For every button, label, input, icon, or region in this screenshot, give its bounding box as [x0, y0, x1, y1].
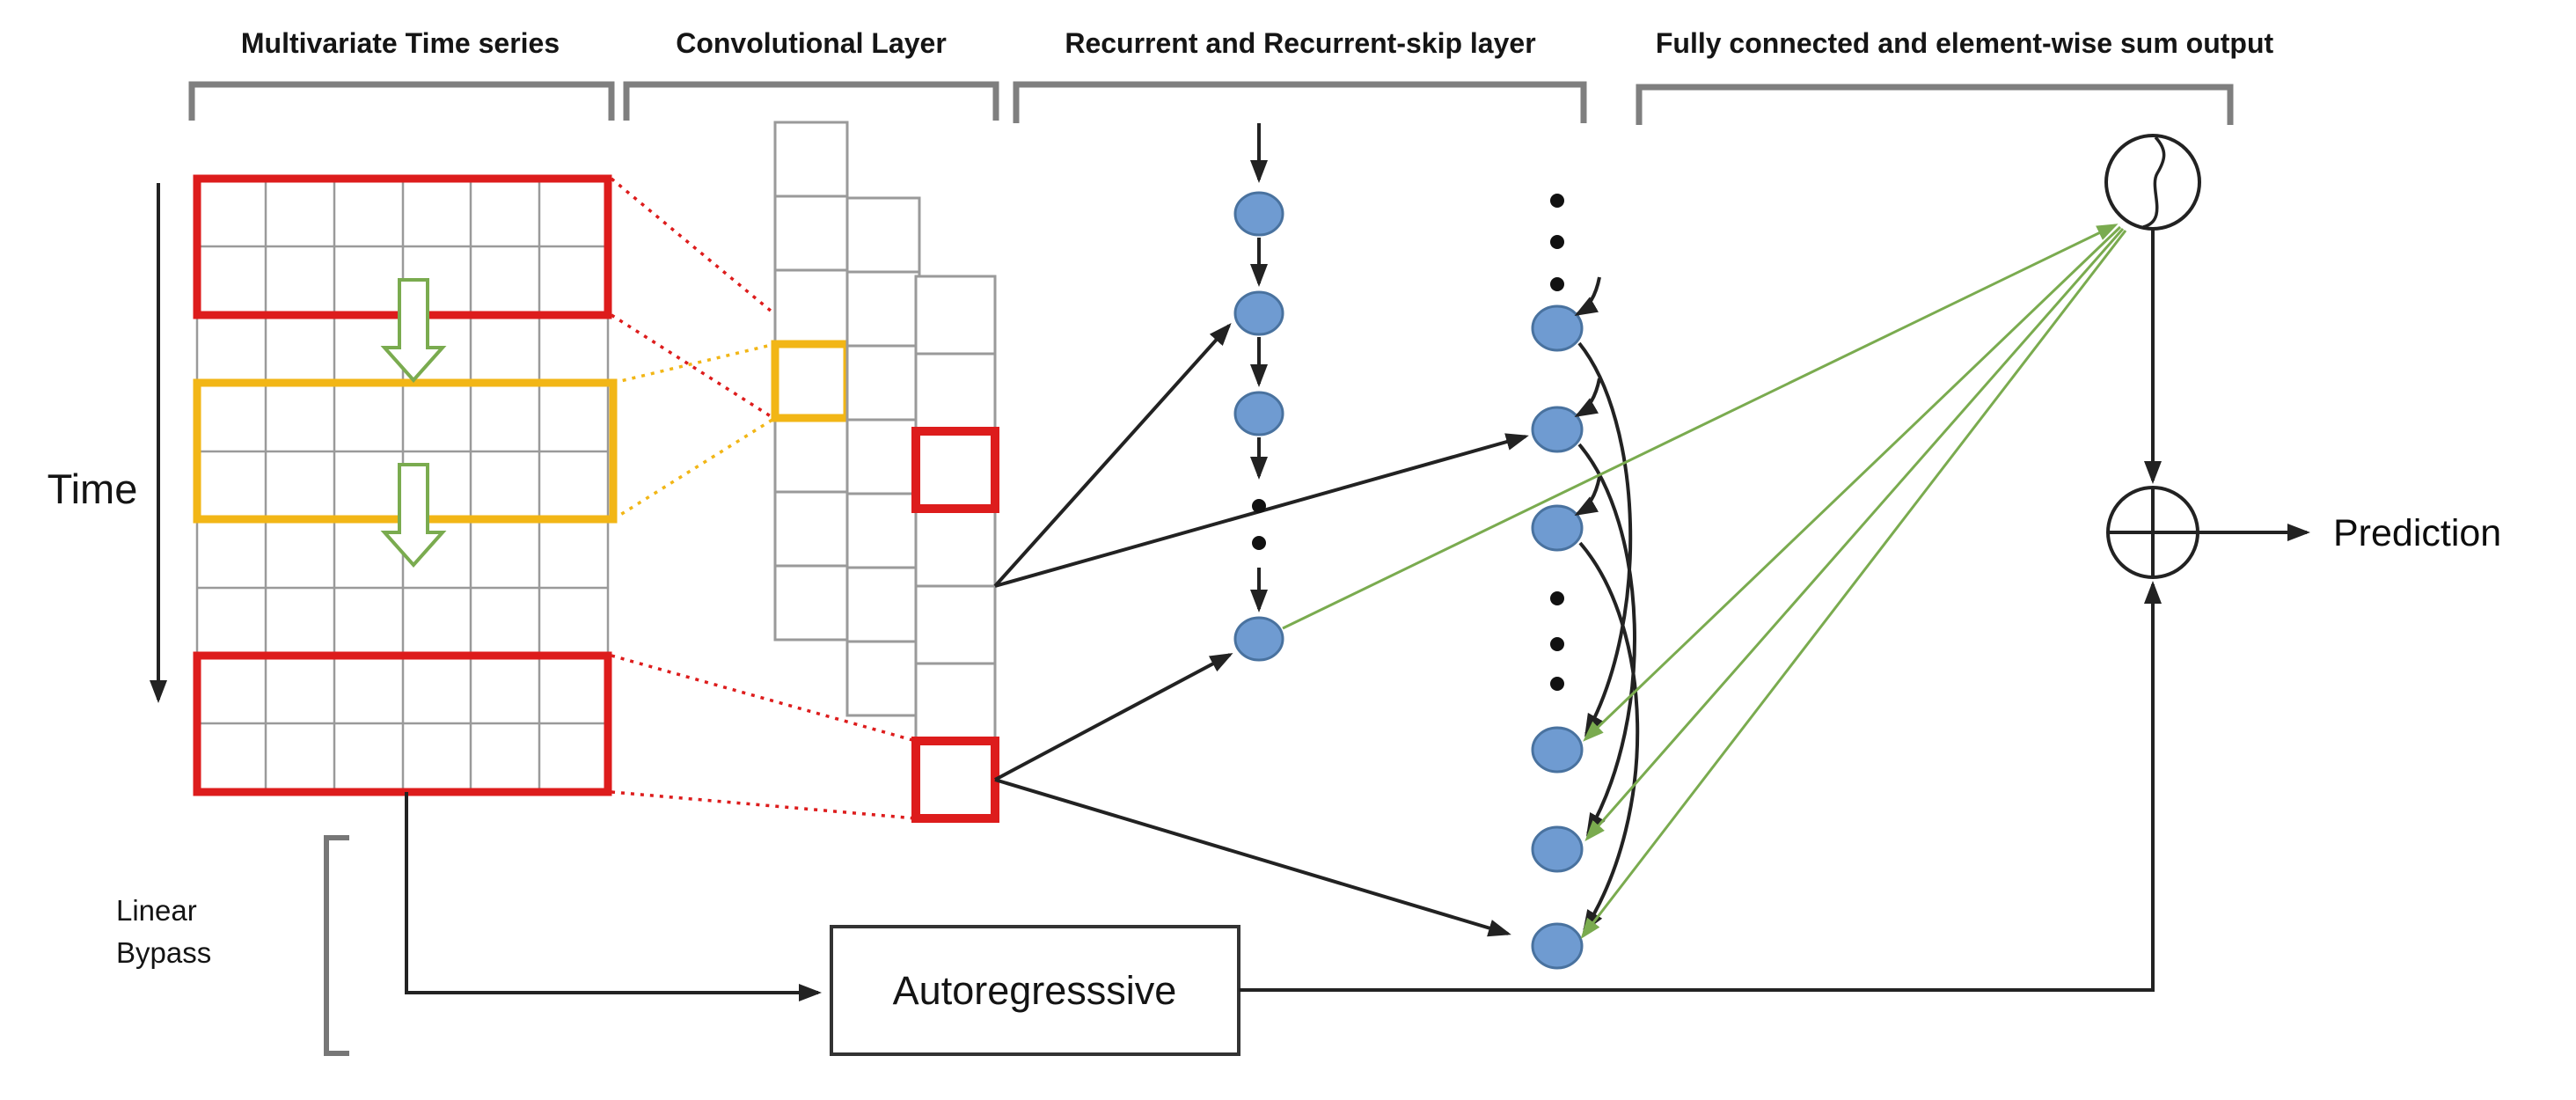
rnn-node-4 [1233, 616, 1284, 662]
skip-node-6 [1531, 922, 1584, 970]
skip-connections [1574, 276, 1640, 934]
conv-highlight-red-square-top [911, 427, 999, 513]
slide-down-arrow-icon-2 [380, 463, 447, 568]
bracket-recurrent [1013, 81, 1587, 123]
skip-node-4 [1531, 726, 1584, 774]
autoregressive-box-label: Autoregresssive [893, 968, 1177, 1013]
label-multivariate-time-series: Multivariate Time series [241, 27, 560, 59]
linear-bypass-bracket [324, 835, 349, 1056]
ellipsis-dot [1252, 536, 1266, 550]
conv-stack-left [773, 121, 849, 642]
rnn-node-1 [1233, 191, 1284, 237]
bracket-multivariate [188, 81, 615, 121]
label-recurrent-layer: Recurrent and Recurrent-skip layer [1065, 27, 1535, 59]
skip-node-1 [1531, 304, 1584, 352]
ellipsis-dot [1550, 677, 1564, 691]
bracket-convolutional [623, 81, 999, 121]
fully-connected-lines [1282, 224, 2127, 940]
ellipsis-dot [1550, 235, 1564, 249]
sigmoid-activation-icon [2104, 134, 2201, 231]
recurrent-skip-column [1531, 194, 1584, 970]
label-fully-connected: Fully connected and element-wise sum out… [1656, 27, 2274, 59]
ellipsis-dot [1550, 194, 1564, 208]
skip-node-3 [1531, 504, 1584, 552]
bypass-input-line [405, 792, 822, 1001]
rnn-node-3 [1233, 391, 1284, 436]
ellipsis-dot [1550, 277, 1564, 291]
ellipsis-dot [1550, 637, 1564, 651]
skip-node-2 [1531, 406, 1584, 453]
slide-down-arrow-icon-1 [380, 278, 447, 384]
linear-bypass-label-line2: Bypass [116, 936, 211, 969]
ellipsis-dot [1252, 499, 1266, 513]
sigmoid-curve-glyph [2142, 136, 2166, 229]
input-window-red-bottom [193, 651, 612, 796]
label-convolutional-layer: Convolutional Layer [676, 27, 947, 59]
time-axis-label: Time [48, 466, 138, 512]
prediction-label: Prediction [2333, 512, 2501, 554]
linear-bypass-label-line1: Linear [116, 894, 197, 927]
autoregressive-output-line [1239, 581, 2162, 992]
autoregressive-box [830, 925, 1240, 1056]
conv-stack-middle [845, 196, 921, 717]
ellipsis-dot [1550, 591, 1564, 605]
bracket-fully-connected [1636, 84, 2234, 125]
skip-node-5 [1531, 825, 1584, 873]
rnn-node-2 [1233, 290, 1284, 336]
recurrent-column [1233, 123, 1284, 662]
